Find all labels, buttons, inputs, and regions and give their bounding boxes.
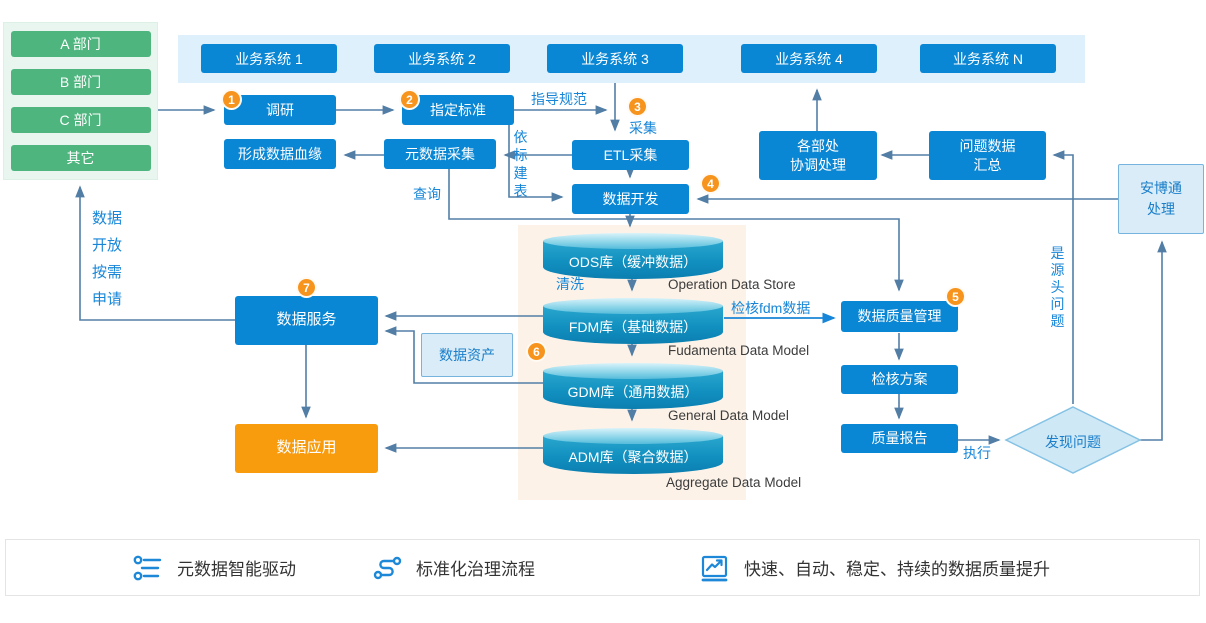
label-fudamenta-data-model: Fudamenta Data Model [668,343,810,358]
system-box-3: 业务系统 3 [547,44,683,73]
cylinder-fdm-label: FDM库（基础数据） [568,319,698,335]
badge-step-5: 5 [945,286,966,307]
label-check-fdm: 检核fdm数据 [731,300,811,316]
node-problem-data-summary: 问题数据 汇总 [929,131,1046,180]
node-check-plan: 检核方案 [841,365,958,394]
badge-step-1: 1 [221,89,242,110]
legend-bar: 元数据智能驱动 标准化治理流程 快速、自动、稳定、持续 [5,539,1200,596]
departments-panel: A 部门 B 部门 C 部门 其它 [3,22,158,180]
label-aggregate-data-model: Aggregate Data Model [666,475,802,490]
cylinder-ods-label: ODS库（缓冲数据） [568,254,698,270]
legend-label: 标准化治理流程 [416,560,535,579]
label-guide-spec: 指导规范 [531,91,587,107]
cylinder-top [543,428,723,444]
cylinder-top [543,233,723,249]
node-data-service: 数据服务 [235,296,378,345]
cylinder-gdm: GDM库（通用数据） [543,363,723,409]
node-survey: 调研 [224,95,336,125]
label-query: 查询 [413,186,441,202]
legend-label: 快速、自动、稳定、持续的数据质量提升 [744,560,1050,579]
badge-step-6: 6 [526,341,547,362]
node-data-dev: 数据开发 [572,184,689,214]
cylinder-fdm: FDM库（基础数据） [543,298,723,344]
cylinder-ods: ODS库（缓冲数据） [543,233,723,279]
dept-box-other: 其它 [10,145,151,171]
dept-box-a: A 部门 [10,31,151,57]
node-quality-report: 质量报告 [841,424,958,453]
badge-step-2: 2 [399,89,420,110]
system-box-n: 业务系统 N [920,44,1056,73]
system-box-2: 业务系统 2 [374,44,510,73]
label-data-open-apply: 数据 开放 按需 申请 [92,210,123,308]
badge-step-4: 4 [700,173,721,194]
badge-step-3: 3 [627,96,648,117]
cylinder-top [543,363,723,379]
node-data-asset: 数据资产 [421,333,513,377]
cylinder-top [543,298,723,314]
system-box-4: 业务系统 4 [741,44,877,73]
node-set-standard: 指定标准 [402,95,514,125]
flow-icon [373,556,402,579]
node-found-problem: 发现问题 [1045,434,1101,450]
node-data-app: 数据应用 [235,424,378,473]
cylinder-gdm-label: GDM库（通用数据） [567,384,699,400]
label-operation-data-store: Operation Data Store [668,277,796,292]
node-anbotong-handle: 安博通 处理 [1118,164,1204,234]
dept-box-c: C 部门 [10,107,151,133]
cylinder-adm-label: ADM库（聚合数据） [568,449,698,465]
label-source-problem: 是源头问题 [1050,245,1065,329]
label-general-data-model: General Data Model [668,408,789,423]
legend-item-standard-flow: 标准化治理流程 [372,540,535,595]
legend-item-metadata: 元数据智能驱动 [133,540,296,595]
legend-item-quality: 快速、自动、稳定、持续的数据质量提升 [700,540,1050,595]
node-dept-coordination: 各部处 协调处理 [759,131,877,180]
node-metadata-collect: 元数据采集 [384,139,496,169]
label-execute: 执行 [963,445,991,461]
node-data-quality-mgmt: 数据质量管理 [841,301,958,332]
legend-label: 元数据智能驱动 [177,560,296,579]
dept-box-b: B 部门 [10,69,151,95]
node-data-lineage: 形成数据血缘 [224,139,336,169]
system-box-1: 业务系统 1 [201,44,337,73]
label-collect: 采集 [629,120,657,136]
label-build-by-standard: 依标建表 [513,129,528,199]
list-icon [133,555,162,580]
label-clean: 清洗 [556,276,584,292]
cylinder-adm: ADM库（聚合数据） [543,428,723,474]
node-etl-collect: ETL采集 [572,140,689,170]
badge-step-7: 7 [296,277,317,298]
chart-icon [701,555,728,581]
